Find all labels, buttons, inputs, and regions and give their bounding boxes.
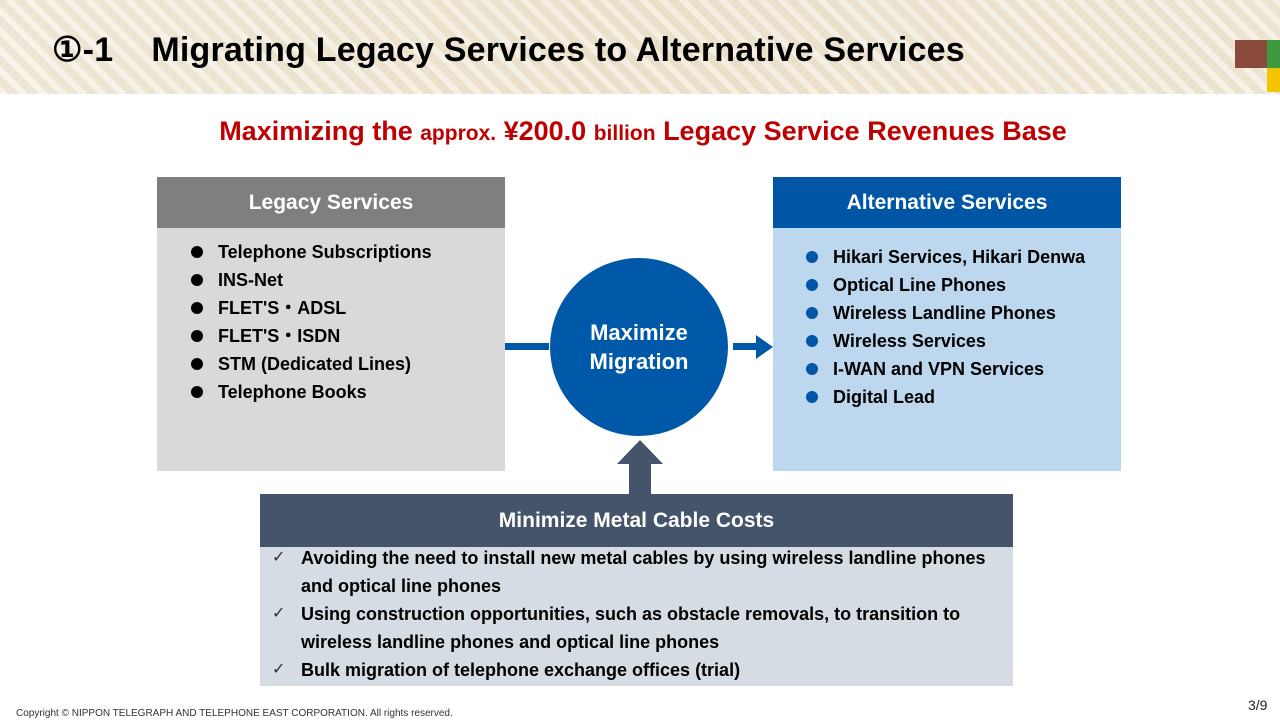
legacy-services-heading: Legacy Services (157, 177, 505, 228)
copyright-notice: Copyright © NIPPON TELEGRAPH AND TELEPHO… (16, 708, 453, 719)
list-item: INS-Net (189, 266, 432, 294)
bullet-icon (806, 335, 818, 347)
bullet-icon (191, 330, 203, 342)
checkmark-icon: ✓ (272, 549, 286, 566)
section-number: ①-1 (52, 31, 114, 69)
subtitle-part-1: Maximizing the (219, 116, 413, 146)
circle-line-1: Maximize (590, 320, 688, 345)
list-item-text: I-WAN and VPN Services (833, 359, 1045, 379)
bullet-icon (191, 302, 203, 314)
list-item: STM (Dedicated Lines) (189, 350, 432, 378)
list-item-text: INS-Net (218, 270, 284, 290)
checkmark-icon: ✓ (272, 605, 286, 622)
list-item-text: Wireless Services (833, 331, 986, 351)
list-item-text: Telephone Subscriptions (218, 242, 432, 262)
list-item: Hikari Services, Hikari Denwa (806, 243, 1085, 271)
title-text: Migrating Legacy Services to Alternative… (151, 31, 965, 69)
arrow-up-icon (617, 440, 663, 495)
list-item: I-WAN and VPN Services (806, 355, 1085, 383)
list-item: Telephone Books (189, 378, 432, 406)
page-title: ①-1 Migrating Legacy Services to Alternat… (52, 30, 965, 70)
subtitle-amount: ¥200.0 (503, 116, 587, 146)
subtitle-part-2: approx. (420, 122, 497, 145)
list-item: Optical Line Phones (806, 271, 1085, 299)
bullet-icon (191, 246, 203, 258)
list-item-text: Telephone Books (218, 382, 367, 402)
bullet-icon (806, 251, 818, 263)
header-banner: ①-1 Migrating Legacy Services to Alternat… (0, 0, 1280, 94)
list-item-text: FLET'S・ADSL (218, 298, 347, 318)
arrow-right-icon (756, 335, 773, 359)
list-item-text: Digital Lead (833, 387, 936, 407)
circle-line-2: Migration (589, 349, 689, 374)
list-item: Telephone Subscriptions (189, 238, 432, 266)
list-item-text: Wireless Landline Phones (833, 303, 1056, 323)
bullet-icon (806, 307, 818, 319)
alternative-services-heading: Alternative Services (773, 177, 1121, 228)
legacy-services-box: Legacy Services Telephone Subscriptions … (157, 177, 505, 471)
list-item-text: Avoiding the need to install new metal c… (301, 548, 986, 596)
metal-cable-costs-box: Minimize Metal Cable Costs ✓ Avoiding the… (260, 494, 1013, 686)
list-item: Wireless Services (806, 327, 1085, 355)
list-item-text: Hikari Services, Hikari Denwa (833, 247, 1086, 267)
bullet-icon (191, 386, 203, 398)
corner-block-brown (1235, 40, 1267, 68)
bullet-icon (806, 363, 818, 375)
list-item-text: FLET'S・ISDN (218, 326, 341, 346)
bullet-icon (191, 274, 203, 286)
subtitle-unit: billion (593, 122, 656, 145)
metal-cable-costs-heading: Minimize Metal Cable Costs (260, 494, 1013, 547)
list-item: ✓ Using construction opportunities, such … (272, 600, 1007, 656)
list-item: FLET'S・ISDN (189, 322, 432, 350)
subtitle: Maximizing the approx. ¥200.0 billion Le… (0, 116, 1280, 147)
maximize-migration-circle: Maximize Migration (550, 258, 728, 436)
connector-line-left (505, 343, 549, 350)
alternative-services-list: Hikari Services, Hikari Denwa Optical Li… (806, 243, 1085, 411)
list-item: FLET'S・ADSL (189, 294, 432, 322)
list-item-text: STM (Dedicated Lines) (218, 354, 412, 374)
bullet-icon (191, 358, 203, 370)
connector-line-right (733, 343, 759, 350)
bullet-icon (806, 391, 818, 403)
metal-cable-costs-list: ✓ Avoiding the need to install new metal … (272, 544, 1007, 684)
list-item: Wireless Landline Phones (806, 299, 1085, 327)
list-item: ✓ Avoiding the need to install new metal … (272, 544, 1007, 600)
subtitle-part-5: Legacy Service Revenues Base (663, 116, 1067, 146)
list-item-text: Optical Line Phones (833, 275, 1007, 295)
corner-decoration (1235, 40, 1280, 92)
corner-block-green (1267, 40, 1280, 68)
bullet-icon (806, 279, 818, 291)
page-number: 3/9 (1248, 697, 1268, 713)
checkmark-icon: ✓ (272, 661, 286, 678)
list-item-text: Bulk migration of telephone exchange off… (301, 660, 741, 680)
corner-block-yellow (1267, 68, 1280, 92)
list-item: Digital Lead (806, 383, 1085, 411)
list-item: ✓ Bulk migration of telephone exchange of… (272, 656, 1007, 684)
alternative-services-box: Alternative Services Hikari Services, Hi… (773, 177, 1121, 471)
list-item-text: Using construction opportunities, such a… (301, 604, 961, 652)
legacy-services-list: Telephone Subscriptions INS-Net FLET'S・A… (189, 238, 432, 406)
